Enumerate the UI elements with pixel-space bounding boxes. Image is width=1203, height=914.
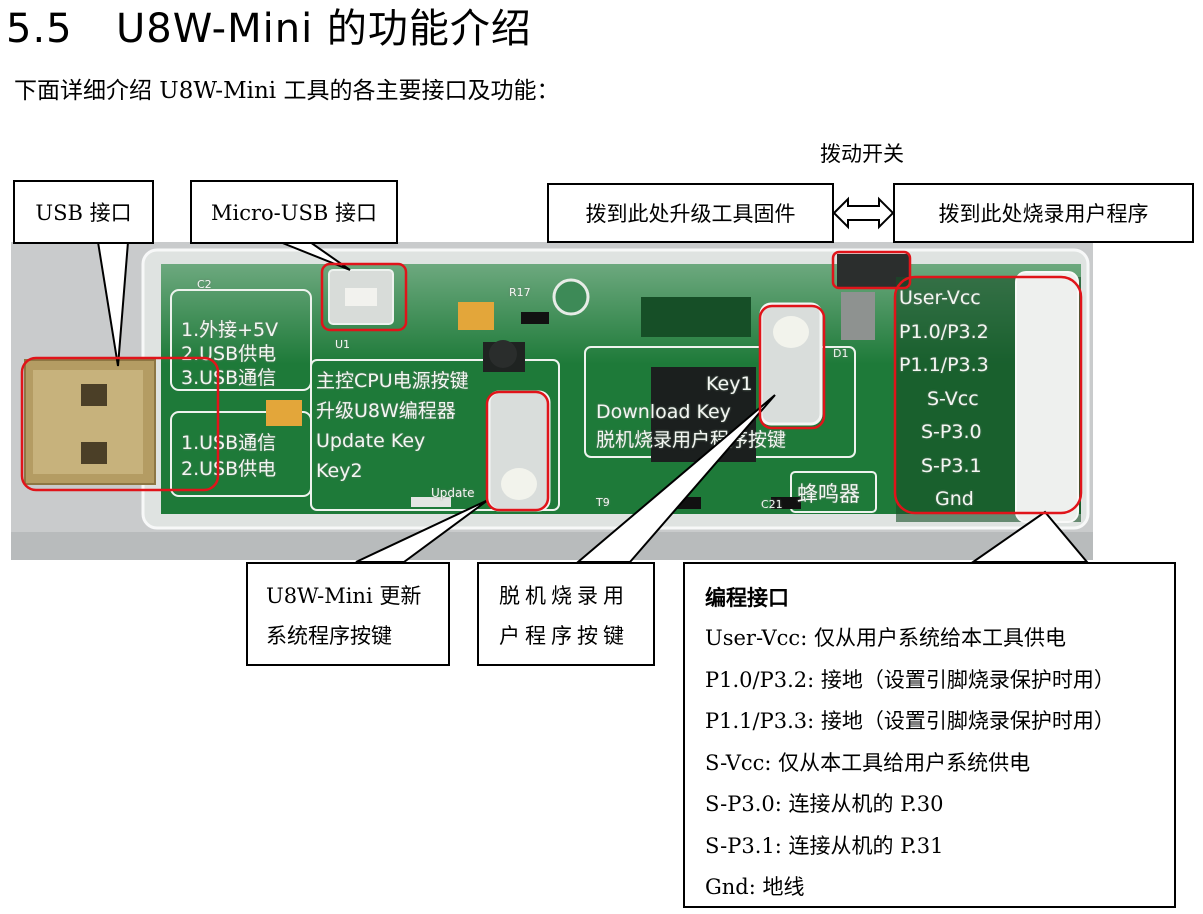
switch-double-arrow-icon xyxy=(832,196,895,230)
silk-pin: S-P3.1 xyxy=(921,454,982,477)
silk-update-small: Update xyxy=(431,486,475,500)
silk-c21: C21 xyxy=(761,498,783,511)
callout-user-side-text: 拨到此处烧录用户程序 xyxy=(938,202,1149,226)
silk-r17: R17 xyxy=(509,286,531,299)
silk-line: 主控CPU电源按键 xyxy=(316,370,469,392)
prog-interface-line: User-Vcc: 仅从用户系统给本工具供电 xyxy=(705,626,1066,650)
silk-update-key-block: 主控CPU电源按键 升级U8W编程器 Update Key Key2 xyxy=(316,366,469,486)
silk-line: 升级U8W编程器 xyxy=(316,400,456,422)
prog-interface-line: S-P3.0: 连接从机的 P.30 xyxy=(705,792,944,816)
silk-line: Download Key xyxy=(596,401,731,423)
silk-u1: U1 xyxy=(335,338,351,351)
callout-programming-interface: 编程接口 User-Vcc: 仅从用户系统给本工具供电 P1.0/P3.2: 接… xyxy=(683,562,1176,908)
callout-firmware-side: 拨到此处升级工具固件 xyxy=(547,183,834,243)
silk-pin: S-Vcc xyxy=(927,387,979,410)
intro-paragraph: 下面详细介绍 U8W-Mini 工具的各主要接口及功能： xyxy=(14,78,560,104)
callout-usb-text: USB 接口 xyxy=(35,201,132,225)
silk-pin: User-Vcc xyxy=(899,287,981,309)
silk-line: 1.外接+5V xyxy=(181,319,279,341)
switch-caption: 拨动开关 xyxy=(820,142,904,166)
silk-line: 2.USB供电 xyxy=(181,458,277,480)
callout-micro-usb: Micro-USB 接口 xyxy=(190,180,398,244)
silk-pin-labels: User-Vcc P1.0/P3.2 P1.1/P3.3 S-Vcc S-P3.… xyxy=(899,282,989,517)
callout-micro-usb-text: Micro-USB 接口 xyxy=(211,201,377,225)
silk-pin: P1.1/P3.3 xyxy=(899,354,989,376)
callout-firmware-side-text: 拨到此处升级工具固件 xyxy=(585,202,796,226)
silk-buzzer: 蜂鸣器 xyxy=(797,482,860,506)
silk-c2: C2 xyxy=(197,278,212,291)
silk-line: 脱机烧录用户程序按键 xyxy=(596,429,787,451)
silk-pin: S-P3.0 xyxy=(921,421,982,443)
section-number: 5.5 xyxy=(6,6,73,52)
prog-interface-line: Gnd: 地线 xyxy=(705,875,805,899)
callout-update-key-line: U8W-Mini 更新 xyxy=(266,584,422,608)
silk-power-options: 1.外接+5V 2.USB供电 3.USB通信 xyxy=(181,318,278,390)
silk-line: Key1 xyxy=(706,373,753,395)
silk-line: 1.USB通信 xyxy=(181,432,277,454)
callout-usb: USB 接口 xyxy=(13,180,154,244)
section-title: 5.5 U8W-Mini 的功能介绍 xyxy=(6,2,532,56)
silk-pin: Gnd xyxy=(935,488,974,510)
section-title-text: U8W-Mini 的功能介绍 xyxy=(116,6,532,52)
silk-line: 2.USB供电 xyxy=(181,343,277,365)
device-photo: 1.外接+5V 2.USB供电 3.USB通信 1.USB通信 2.USB供电 … xyxy=(11,242,1093,560)
prog-interface-line: P1.0/P3.2: 接地（设置引脚烧录保护时用） xyxy=(705,667,1115,692)
prog-interface-line: P1.1/P3.3: 接地（设置引脚烧录保护时用） xyxy=(705,709,1115,733)
silk-d1: D1 xyxy=(833,347,849,360)
callout-offline-key-line: 脱机烧录用 xyxy=(499,584,629,608)
prog-interface-line: S-P3.1: 连接从机的 P.31 xyxy=(705,833,944,858)
callout-offline-key: 脱机烧录用 户程序按键 xyxy=(477,562,655,666)
silk-pin: P1.0/P3.2 xyxy=(899,320,989,343)
prog-interface-line: S-Vcc: 仅从本工具给用户系统供电 xyxy=(705,750,1031,775)
callout-user-side: 拨到此处烧录用户程序 xyxy=(893,183,1194,243)
silk-download-key-block: Key1 Download Key 脱机烧录用户程序按键 xyxy=(596,370,786,454)
callout-update-key-line: 系统程序按键 xyxy=(266,624,392,648)
silk-t9: T9 xyxy=(596,496,610,509)
silk-line: Update Key xyxy=(316,430,426,452)
callout-update-key: U8W-Mini 更新 系统程序按键 xyxy=(246,562,450,666)
silk-line: Key2 xyxy=(316,460,363,482)
prog-interface-heading: 编程接口 xyxy=(705,585,789,610)
silk-line: 3.USB通信 xyxy=(181,367,277,389)
silk-usb-options: 1.USB通信 2.USB供电 xyxy=(181,430,276,482)
callout-offline-key-line: 户程序按键 xyxy=(499,624,629,648)
